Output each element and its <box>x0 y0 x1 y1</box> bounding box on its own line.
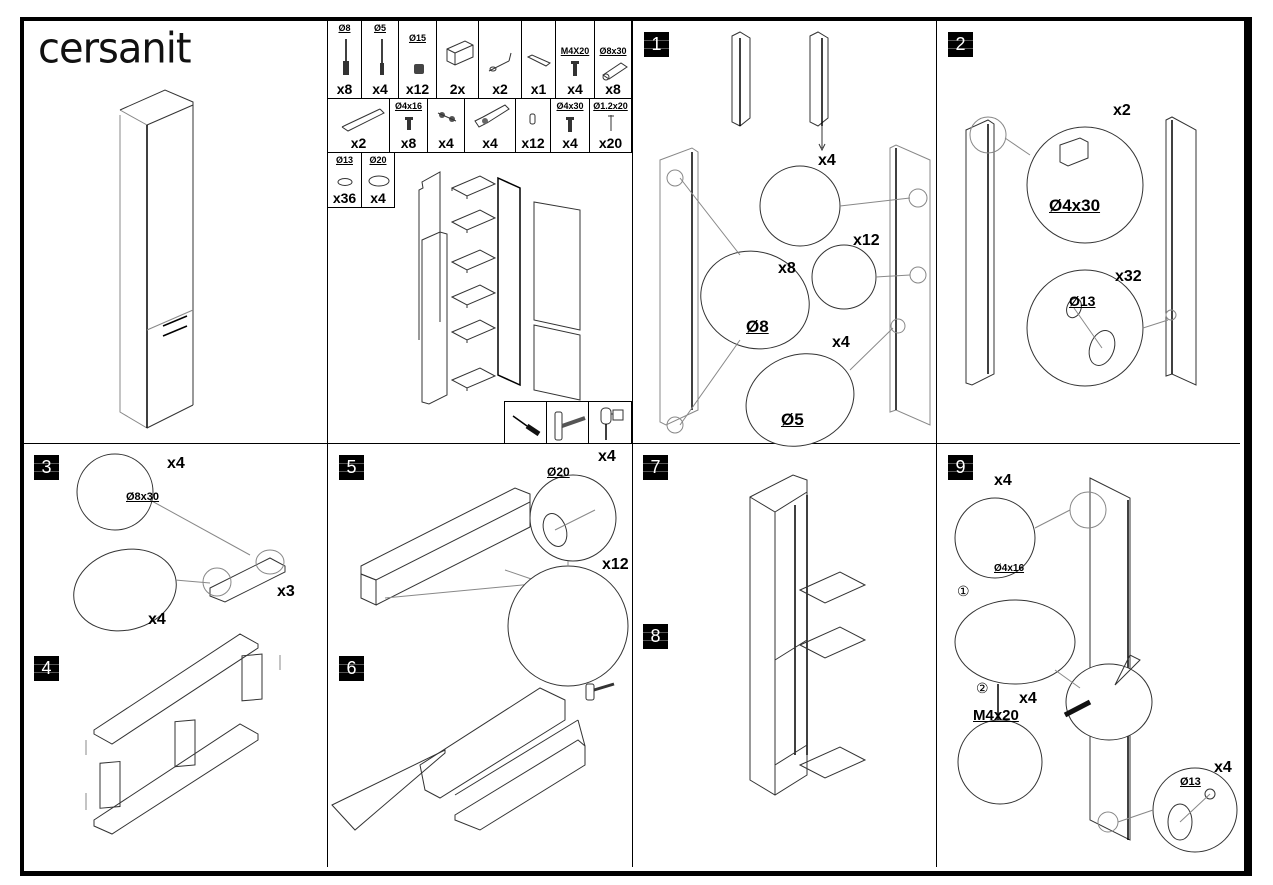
hinge-plate-icon <box>437 112 457 122</box>
grid-divider <box>936 21 937 867</box>
step-4-illustration <box>85 633 281 835</box>
shelf <box>450 284 497 308</box>
cam-lock-icon <box>414 64 424 74</box>
shelf <box>450 175 497 199</box>
handle-icon <box>341 108 385 132</box>
step-5-illustration <box>360 474 629 687</box>
machine-screw-icon <box>571 61 579 76</box>
part-cell: Ø13 x36 <box>328 153 362 208</box>
shelf <box>798 626 867 659</box>
dowel-connector-8-icon <box>343 39 349 75</box>
step-number: 5 <box>339 455 364 480</box>
step-9-illustration <box>954 477 1238 853</box>
part-cell: x2 <box>479 21 522 99</box>
step-number: 7 <box>643 455 668 480</box>
mounting-plate-icon <box>526 54 551 67</box>
part-cell: x4 <box>428 99 465 153</box>
shelf <box>450 319 497 343</box>
callout-circle <box>954 497 1036 579</box>
hanging-screw-icon <box>488 52 512 72</box>
part-cell: Ø15 x12 <box>399 21 437 99</box>
part-cell: Ø4x16 x8 <box>390 99 428 153</box>
tool-cell-hammer <box>547 401 589 444</box>
shelf <box>450 249 497 273</box>
screwdriver-icon <box>512 415 541 437</box>
tool-cell-drill <box>589 401 632 444</box>
callout-circle <box>1026 126 1144 244</box>
dowel-connector-5-icon <box>380 39 384 75</box>
wood-screw-long-icon <box>566 117 574 132</box>
step-number: 9 <box>948 455 973 480</box>
part-cell: x12 <box>516 99 551 153</box>
step-number: 4 <box>34 656 59 681</box>
callout-circle <box>76 453 154 531</box>
step-2-illustration <box>965 116 1197 387</box>
wooden-dowel-icon <box>602 62 628 81</box>
wood-screw-icon <box>405 117 413 130</box>
part-cell: Ø20 x4 <box>362 153 395 208</box>
hinge-icon <box>474 104 510 128</box>
callout-circle <box>1065 663 1153 741</box>
exploded-parts-illustration <box>418 171 581 405</box>
part-cell: Ø1.2x20 x20 <box>590 99 632 153</box>
callout-circle <box>745 353 855 447</box>
step-3-illustration <box>73 453 286 632</box>
grid-divider <box>632 21 633 867</box>
cover-cap-20-icon <box>368 175 390 187</box>
part-cell: Ø4x30 x4 <box>551 99 590 153</box>
step-number: 6 <box>339 656 364 681</box>
part-cell: Ø8x30 x8 <box>595 21 632 99</box>
tool-cell-screwdriver <box>504 401 547 444</box>
callout-circle <box>954 599 1076 685</box>
step-6-illustration <box>331 682 615 831</box>
callout-circle <box>811 244 877 310</box>
callout-circle <box>529 474 617 562</box>
part-cell: Ø5 x4 <box>362 21 399 99</box>
cover-cap-13-icon <box>337 178 353 186</box>
part-cell: Ø8 x8 <box>328 21 362 99</box>
step-number: 8 <box>643 624 668 649</box>
step-7-8-illustration <box>749 474 867 796</box>
shelf <box>798 571 867 604</box>
part-cell: M4X20 x4 <box>556 21 595 99</box>
step-number: 2 <box>948 32 973 57</box>
shelf-pin-icon <box>529 113 536 125</box>
part-cell: x2 <box>328 99 390 153</box>
callout-circle <box>507 565 629 687</box>
shelf <box>798 746 867 779</box>
hanging-bracket-icon <box>446 40 474 66</box>
step-number: 3 <box>34 455 59 480</box>
step-number: 1 <box>644 32 669 57</box>
step-1-illustration <box>659 31 931 447</box>
hammer-icon <box>554 411 586 441</box>
callout-circle <box>957 719 1043 805</box>
callout-circle <box>1026 269 1144 387</box>
cabinet-illustration <box>119 89 194 429</box>
brand-logo: cersanit <box>38 24 192 74</box>
part-cell: 2x <box>437 21 479 99</box>
grid-divider <box>328 98 632 99</box>
grid-divider <box>24 443 1240 444</box>
callout-circle <box>700 250 810 350</box>
part-cell: x4 <box>465 99 516 153</box>
part-cell: x1 <box>522 21 556 99</box>
drill-icon <box>600 407 624 440</box>
shelf <box>450 209 497 233</box>
nail-icon <box>608 115 614 131</box>
callout-circle <box>73 548 177 632</box>
shelf <box>450 367 497 391</box>
callout-circle <box>759 165 841 247</box>
grid-divider <box>327 21 328 867</box>
